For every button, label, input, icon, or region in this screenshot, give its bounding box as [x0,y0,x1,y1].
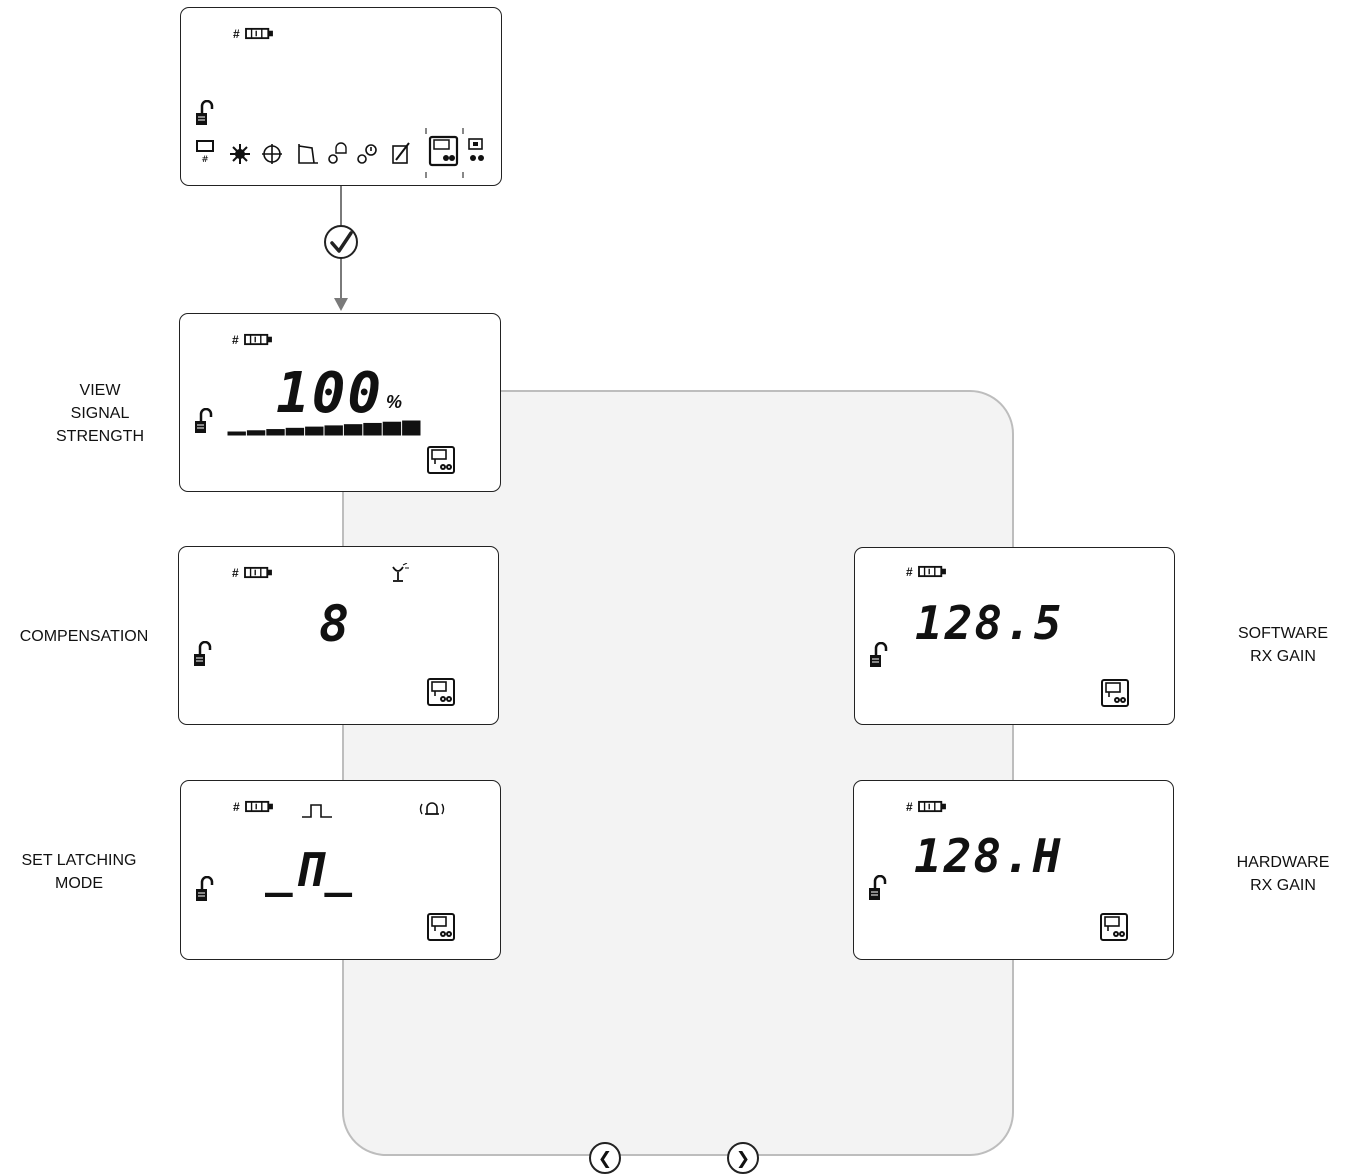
svg-text:#: # [201,155,209,165]
menu-icon-row: # [196,128,484,178]
transmitter-settings-icon [427,913,455,941]
lcd-screen-compensation: # 8 [178,546,499,725]
timer-warning-icon [357,144,377,164]
product-icon [243,27,275,40]
product-id-icon: # [196,140,214,165]
signal-bar-segment [285,427,305,436]
signal-bar-segment [402,420,421,436]
arrow-head-icon [334,298,348,311]
lcd-screen-menu: # # [180,7,502,186]
receiver-settings-icon [468,138,484,161]
transmitter-settings-icon-selected [425,128,464,178]
unlocked-padlock-icon [195,100,215,126]
alarm-timer-icon [328,142,347,164]
lcd-screen-signal-strength: # 100 % [179,313,501,492]
unlocked-padlock-icon [195,876,215,902]
product-icon [242,333,274,346]
temperature-compensation-icon [392,563,409,582]
signal-bar-segment [324,425,343,436]
signal-strength-value: 100 [276,361,384,426]
navigation-loop-panel [342,390,1014,1156]
product-number-label: # [906,800,913,814]
unlocked-padlock-icon [194,408,214,434]
chevron-right-icon: ❯ [735,1148,751,1168]
percent-unit: % [386,392,403,412]
product-icon [916,800,948,813]
edit-note-icon [392,142,410,164]
chevron-left-icon: ❮ [597,1148,613,1168]
transmitter-settings-icon [1100,913,1128,941]
signal-bar-segment [227,431,246,436]
product-number-label: # [233,27,240,41]
unlocked-padlock-icon [868,875,888,901]
checkmark-icon[interactable] [324,225,358,259]
signal-bar-segment [343,424,363,436]
product-icon [243,800,275,813]
signal-bar-segment [363,422,382,436]
product-number-label: # [906,565,913,579]
software-rx-gain-value: 128.5 [915,596,1064,650]
angle-icon [298,144,318,164]
product-icon [916,565,948,578]
label-software-rx-gain: SOFTWARE RX GAIN [1237,625,1329,665]
transmitter-settings-icon [1101,679,1129,707]
previous-button[interactable]: ❮ [589,1142,621,1174]
signal-strength-bar [227,420,421,436]
lcd-screen-latching-mode: # _Π_ [180,780,501,960]
label-compensation: COMPENSATION [19,628,149,645]
label-hardware-rx-gain: HARDWARE RX GAIN [1236,854,1330,894]
lcd-screen-hardware-rx-gain: # 128.H [853,780,1174,960]
brightness-icon [230,144,250,164]
label-set-latching-mode: SET LATCHING MODE [21,852,137,892]
label-view-signal-strength: VIEW SIGNAL STRENGTH [56,382,144,445]
compensation-value: 8 [319,595,352,653]
product-number-label: # [232,333,239,347]
pulse-waveform-icon [302,804,332,818]
hardware-rx-gain-value: 128.H [914,829,1063,883]
unlocked-padlock-icon [193,641,213,667]
crosshair-icon [262,144,282,164]
signal-bar-segment [382,421,402,436]
signal-bar-segment [266,429,285,436]
signal-bar-segment [246,430,266,436]
alarm-bell-icon [419,802,445,815]
product-number-label: # [232,566,239,580]
latching-mode-value: _Π_ [265,843,355,897]
transmitter-settings-icon [427,446,455,474]
transmitter-settings-icon [427,678,455,706]
signal-bar-segment [305,426,324,436]
product-icon [242,566,274,579]
product-number-label: # [233,800,240,814]
next-button[interactable]: ❯ [727,1142,759,1174]
unlocked-padlock-icon [869,642,889,668]
lcd-screen-software-rx-gain: # 128.5 [854,547,1175,725]
